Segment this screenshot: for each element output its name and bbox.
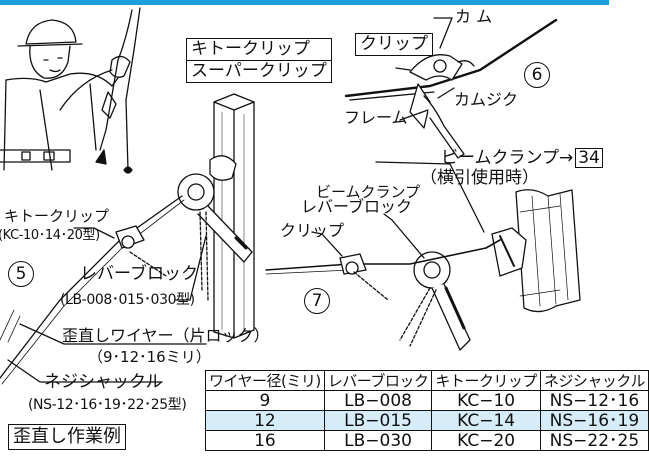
- cell-kitoh-clip: KC−14: [431, 410, 541, 431]
- clip-drawing-left: [115, 225, 145, 249]
- table-row: 9 LB−008 KC−10 NS−12･16: [205, 390, 649, 411]
- kitoh-clip-label-left: キトークリップ: [4, 207, 110, 225]
- beam-drawing: [515, 189, 581, 313]
- example-caption-box: 歪直し作業例: [8, 424, 126, 450]
- lever-block-drawing-right: [399, 251, 471, 351]
- lever-block-label-left: レバーブロック: [80, 264, 198, 284]
- clip-drawing-right: [339, 253, 367, 275]
- shackle-label: ネジシャックル: [44, 372, 163, 392]
- beam-clamp-label: ビームクランプ: [316, 183, 421, 201]
- cell-wire-diameter: 16: [205, 430, 325, 451]
- lever-block-models: (LB-008･015･030型): [60, 292, 195, 308]
- header-bar: [0, 0, 609, 5]
- cam-label: カ ム: [455, 7, 493, 26]
- header-lever-block: レバーブロック: [323, 370, 433, 391]
- page-reference-link[interactable]: 34: [575, 148, 603, 168]
- beam-clamp-ref-text: ビームクランプ→: [441, 148, 574, 168]
- lever-block-drawing-left: [177, 155, 253, 301]
- step-6-marker: 6: [524, 62, 550, 88]
- wire-label: 歪直しワイヤー（片ロック）: [62, 326, 270, 345]
- step-5-marker: 5: [8, 261, 34, 287]
- example-caption: 歪直し作業例: [13, 426, 121, 447]
- illustration: [0, 7, 581, 385]
- steel-column: [213, 93, 255, 339]
- beam-clamp-reference: ビームクランプ→34: [441, 148, 603, 168]
- header-shackle: ネジシャックル: [539, 370, 649, 391]
- lever-block-label-right: レバーブロック: [301, 197, 413, 216]
- worker-figure: [0, 19, 131, 171]
- kitoh-clip-heading: キトークリップ: [187, 39, 331, 61]
- table-row: 16 LB−030 KC−20 NS−22･25: [205, 430, 649, 451]
- cell-wire-diameter: 9: [205, 390, 325, 411]
- cell-shackle: NS−16･19: [539, 410, 649, 431]
- beam-clamp-drawing: [491, 227, 527, 277]
- step-7-marker: 7: [304, 288, 330, 314]
- clip-detail-drawing: [344, 18, 558, 159]
- clip-label-right: クリップ: [280, 221, 345, 240]
- cell-kitoh-clip: KC−10: [431, 390, 541, 411]
- shackle-models: (NS-12･16･19･22･25型): [28, 397, 187, 413]
- wire-sizes: （9･12･16ミリ）: [88, 348, 211, 366]
- cell-kitoh-clip: KC−20: [431, 430, 541, 451]
- frame-label: フレーム: [344, 108, 408, 127]
- spec-table: ワイヤー径(ミリ) レバーブロック キトークリップ ネジシャックル 9 LB−0…: [205, 370, 649, 451]
- table-header-row: ワイヤー径(ミリ) レバーブロック キトークリップ ネジシャックル: [205, 370, 649, 391]
- header-kitoh-clip: キトークリップ: [431, 370, 541, 391]
- cam-shaft-label: カムジク: [454, 90, 519, 109]
- clip-heading: クリップ: [360, 34, 428, 54]
- cell-lever-block: LB−030: [323, 430, 433, 451]
- clip-heading-box: クリップ: [355, 33, 433, 56]
- super-clip-heading: スーパークリップ: [191, 61, 327, 81]
- cell-wire-diameter: 12: [205, 410, 325, 431]
- cell-lever-block: LB−008: [323, 390, 433, 411]
- beam-clamp-note: （横引使用時）: [420, 168, 539, 188]
- table-row: 12 LB−015 KC−14 NS−16･19: [205, 410, 649, 431]
- kitoh-clip-heading-box: キトークリップ スーパークリップ: [186, 38, 332, 83]
- kitoh-clip-models: (KC-10･14･20型): [0, 228, 100, 243]
- cell-shackle: NS−12･16: [539, 390, 649, 411]
- cell-shackle: NS−22･25: [539, 430, 649, 451]
- header-wire-diameter: ワイヤー径(ミリ): [205, 370, 325, 391]
- cell-lever-block: LB−015: [323, 410, 433, 431]
